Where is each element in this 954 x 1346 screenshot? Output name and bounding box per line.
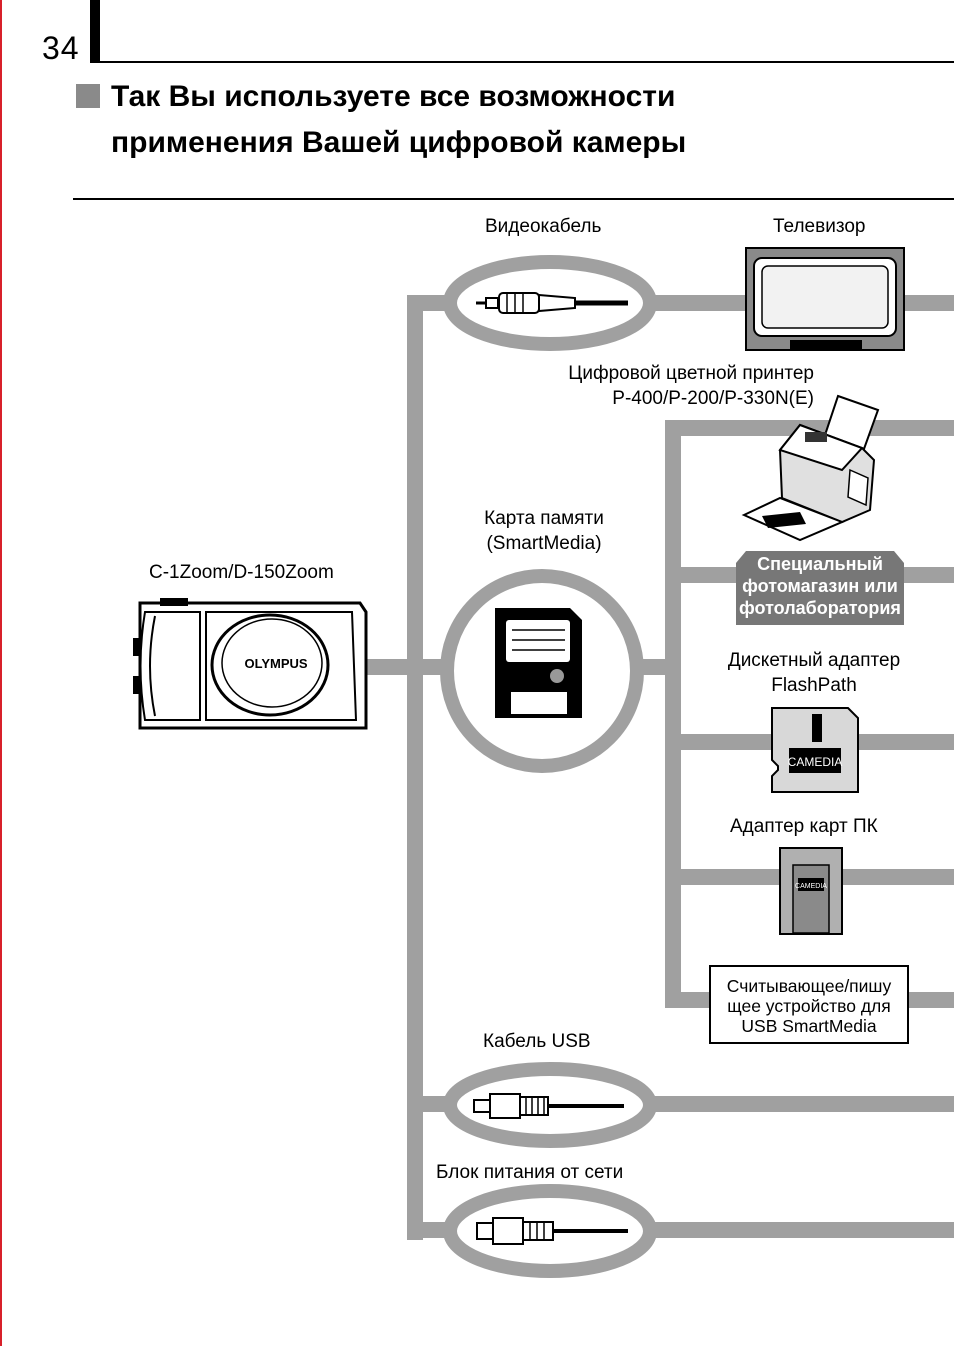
pc-card-label: Адаптер карт ПК (730, 816, 878, 837)
video-cable-icon (443, 255, 657, 351)
page-number: 34 (42, 30, 80, 66)
title-square-icon (76, 84, 100, 108)
flashpath-label-line2: FlashPath (771, 675, 857, 696)
power-label: Блок питания от сети (436, 1162, 624, 1183)
flashpath-brand-text: CAMEDIA (788, 755, 843, 769)
video-cable-label: Видеокабель (485, 216, 602, 237)
right-vertical-line (665, 420, 681, 1008)
usb-cable-icon (443, 1062, 657, 1148)
printer-label-line2: P-400/P-200/P-330N(E) (612, 388, 814, 409)
tv-label: Телевизор (773, 216, 866, 237)
usb-reader-line3: USB SmartMedia (741, 1016, 877, 1036)
printer-icon (741, 394, 880, 542)
page-edge-line (0, 0, 2, 1346)
usb-reader-line2: щее устройство для (727, 996, 891, 1016)
pccard-brand-text: CAMEDIA (795, 883, 827, 890)
page-title-line1: Так Вы используете все возможности (111, 80, 676, 113)
flashpath-label-line1: Дискетный адаптер (727, 650, 901, 671)
camera-icon: OLYMPUS (133, 598, 368, 730)
power-cable-icon (443, 1184, 657, 1278)
flashpath-icon: CAMEDIA (771, 707, 859, 793)
flashpath-label: Дискетный адаптер FlashPath (704, 648, 924, 698)
usb-cable-label: Кабель USB (483, 1031, 591, 1052)
page-title-line2: применения Вашей цифровой камеры (111, 126, 687, 159)
page-title: Так Вы используете все возможности приме… (111, 74, 911, 166)
usb-reader-line1: Считывающее/пишу (726, 976, 892, 996)
tv-icon (745, 247, 905, 351)
page-number-bar (90, 0, 100, 62)
photo-shop-badge: Специальный фотомагазин или фотолаборато… (736, 551, 904, 625)
memory-card-label-line2: (SmartMedia) (486, 533, 602, 554)
usb-reader-box: Считывающее/пишу щее устройство для USB … (709, 965, 909, 1044)
photo-shop-line1: Специальный (757, 554, 883, 574)
printer-label: Цифровой цветной принтер P-400/P-200/P-3… (540, 361, 814, 411)
title-rule (73, 198, 954, 200)
memory-card-label: Карта памяти (SmartMedia) (464, 506, 624, 556)
smartmedia-card-icon (440, 569, 644, 773)
camera-brand-text: OLYMPUS (244, 656, 307, 671)
header-rule (90, 61, 954, 63)
camera-label: C-1Zoom/D-150Zoom (149, 562, 334, 583)
main-vertical-line (407, 295, 423, 1240)
photo-shop-line3: фотолаборатория (739, 598, 901, 618)
printer-label-line1: Цифровой цветной принтер (568, 363, 814, 384)
photo-shop-line2: фотомагазин или (742, 576, 898, 596)
pc-card-adapter-icon: CAMEDIA (779, 847, 843, 935)
memory-card-label-line1: Карта памяти (484, 508, 604, 529)
